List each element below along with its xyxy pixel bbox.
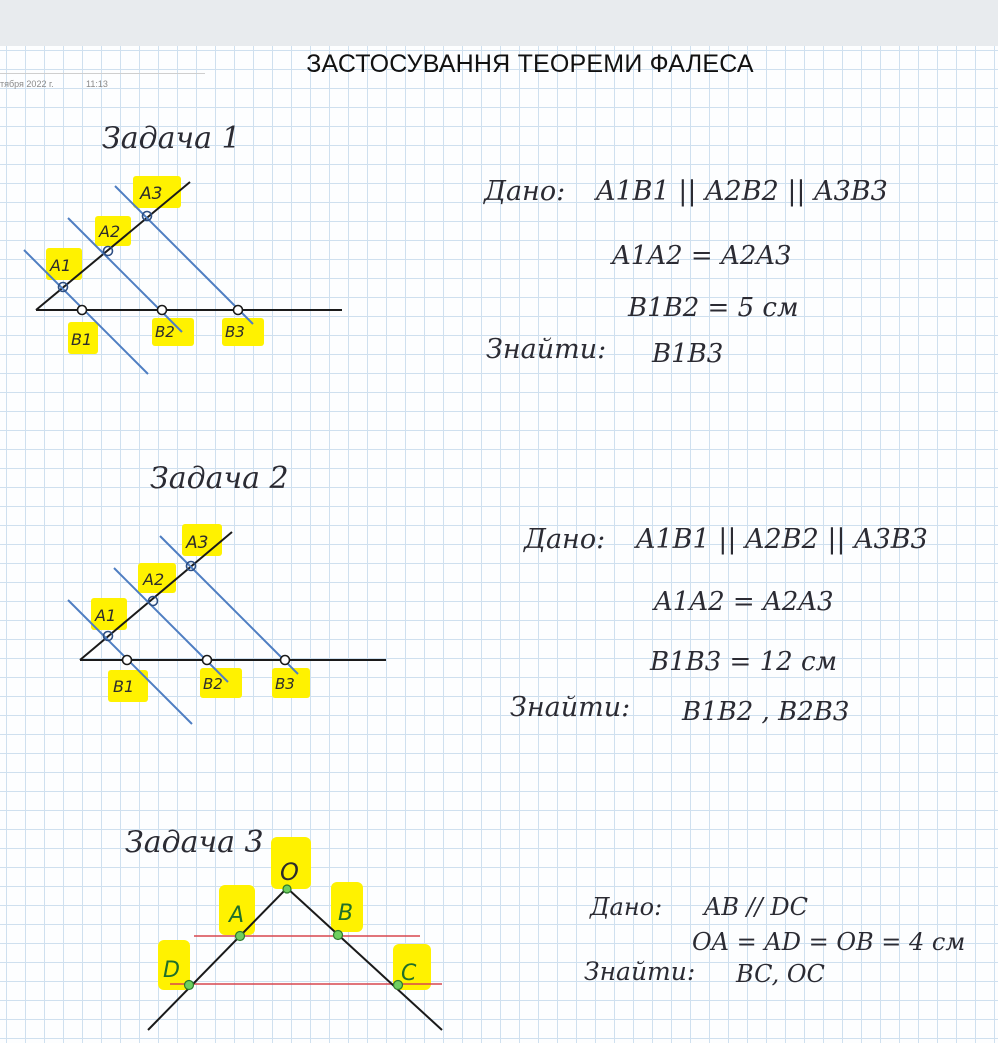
label-o: O xyxy=(280,858,299,886)
label-b2: B2 xyxy=(155,323,175,341)
task-2-given-2: B1B3 = 12 см xyxy=(649,647,837,677)
highlight-b3-t2 xyxy=(272,668,310,698)
label-b2-t2: B2 xyxy=(203,675,223,693)
task-1-given-1: A1A2 = A2A3 xyxy=(610,241,792,271)
point-a2 xyxy=(102,245,114,257)
page-time: 11:13 xyxy=(86,79,108,89)
point-a2-t2 xyxy=(147,595,159,607)
task-3-find-label: Знайти: xyxy=(584,957,695,986)
label-b3-t2: B3 xyxy=(275,675,295,693)
task-3-heading: Задача 3 xyxy=(125,825,264,860)
task-1-find-label: Знайти: xyxy=(486,334,606,365)
oblique-line-2 xyxy=(79,531,233,661)
task-3: Задача 3 O A B D C Дано: AB // DC OA = A… xyxy=(125,825,965,1031)
highlight-a2-t2 xyxy=(138,563,176,593)
task-2: Задача 2 A3 A2 A1 B1 B2 B3 Дано: A1B1 ||… xyxy=(67,461,928,727)
highlight-c xyxy=(393,944,431,990)
grid-notebook-page xyxy=(0,46,998,1043)
task-1-given-0: A1B1 || A2B2 || A3B3 xyxy=(593,176,888,207)
point-b2 xyxy=(156,304,168,316)
point-b3-t2 xyxy=(279,654,291,666)
parallel-a3b3 xyxy=(114,185,254,325)
page-date: тября 2022 г. xyxy=(0,79,54,89)
highlight-b1 xyxy=(68,322,98,354)
point-c xyxy=(392,979,404,991)
label-a3: A3 xyxy=(139,184,162,204)
point-b1-t2 xyxy=(121,654,133,666)
task-3-find: BC, OC xyxy=(735,960,825,988)
task-1-heading: Задача 1 xyxy=(102,121,241,156)
label-a: A xyxy=(227,903,244,928)
highlight-b2 xyxy=(152,318,194,346)
task-1-given-2: B1B2 = 5 см xyxy=(627,293,799,323)
point-b xyxy=(332,929,344,941)
page-title: ЗАСТОСУВАННЯ ТЕОРЕМИ ФАЛЕСА xyxy=(306,50,754,78)
task-3-given-label: Дано: xyxy=(589,893,662,921)
label-a1: A1 xyxy=(49,256,71,275)
side-oc-line xyxy=(286,887,443,1031)
highlight-b1-t2 xyxy=(108,670,148,702)
point-b2-t2 xyxy=(201,654,213,666)
highlight-b3 xyxy=(222,318,264,346)
point-a1-t2 xyxy=(102,630,114,642)
side-od-line xyxy=(147,887,288,1031)
point-o xyxy=(282,884,292,894)
label-b: B xyxy=(338,901,353,926)
label-d: D xyxy=(163,958,180,983)
task-2-given-label: Дано: xyxy=(523,524,605,555)
point-b1 xyxy=(76,304,88,316)
highlight-a xyxy=(219,885,255,935)
task-1: Задача 1 A3 A2 A1 B1 B2 B3 Дано: A1B1 ||… xyxy=(23,121,888,375)
label-a3-t2: A3 xyxy=(185,533,208,553)
point-a3 xyxy=(141,210,153,222)
task-2-find-label: Знайти: xyxy=(510,692,630,723)
task-2-heading: Задача 2 xyxy=(150,461,289,496)
task-1-given-label: Дано: xyxy=(483,176,565,207)
oblique-line-1 xyxy=(35,181,191,311)
point-b3 xyxy=(232,304,244,316)
label-a1-t2: A1 xyxy=(94,606,116,625)
highlight-o xyxy=(271,837,311,889)
point-a3-t2 xyxy=(185,560,197,572)
label-b3: B3 xyxy=(225,323,245,341)
label-a2-t2: A2 xyxy=(142,570,164,589)
highlight-a1 xyxy=(46,248,82,280)
task-2-find: B1B2 , B2B3 xyxy=(681,697,849,727)
highlight-a1-t2 xyxy=(91,598,127,630)
point-a xyxy=(234,930,246,942)
label-c: C xyxy=(401,961,417,986)
header-rule xyxy=(0,73,205,74)
label-b1-t2: B1 xyxy=(113,677,134,696)
parallel-a3b3-t2 xyxy=(159,535,299,675)
highlight-b xyxy=(331,882,363,932)
task-2-given-1: A1A2 = A2A3 xyxy=(652,587,834,617)
task-3-given-1: OA = AD = OB = 4 см xyxy=(692,928,965,956)
label-a2: A2 xyxy=(98,222,120,241)
highlight-d xyxy=(158,940,190,990)
highlight-b2-t2 xyxy=(200,668,242,698)
task-3-given-0: AB // DC xyxy=(702,893,808,921)
point-d xyxy=(183,979,195,991)
task-2-given-0: A1B1 || A2B2 || A3B3 xyxy=(633,524,928,555)
label-b1: B1 xyxy=(71,330,92,349)
task-1-find: B1B3 xyxy=(651,339,723,369)
point-a1 xyxy=(57,281,69,293)
